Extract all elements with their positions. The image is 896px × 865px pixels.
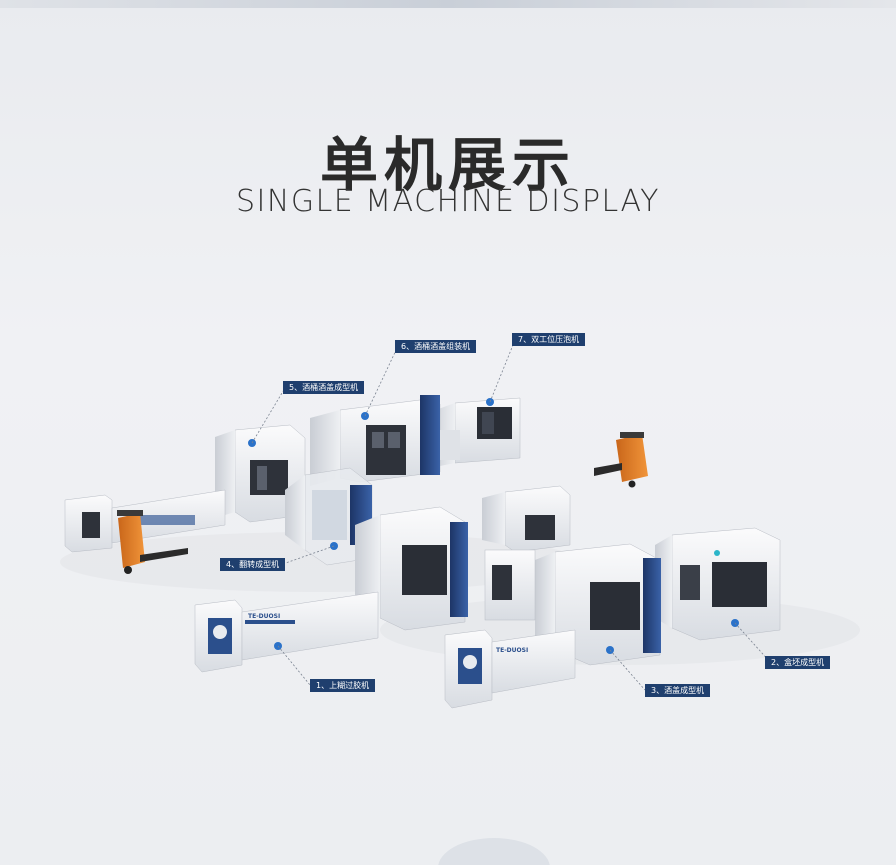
machine-1: TE-DUOSI [194, 591, 379, 673]
machine-label-4: 4、翻转成型机 [220, 558, 286, 571]
front-right-line: TE-DUOSI [444, 629, 576, 709]
machine-illustration: TE-DUOSI TE-DUOSI [60, 339, 860, 709]
machine-scene: TE-DUOSI TE-DUOSI 5、酒桶酒盖成型机 6、酒桶酒盖组装机 7、… [0, 300, 896, 760]
bottom-glow [438, 838, 550, 865]
page-title-en: SINGLE MACHINE DISPLAY [236, 184, 660, 219]
page-title-cn: 单机展示 [319, 131, 576, 199]
machine-label-2: 2、盒坯成型机 [765, 656, 831, 669]
machine-back-right [482, 485, 571, 553]
leader-lines [251, 339, 771, 691]
machine-label-1: 1、上糊过胶机 [310, 679, 376, 692]
machine-3-brand: TE-DUOSI [496, 647, 528, 654]
machine-label-3: 3、酒盖成型机 [645, 684, 711, 697]
top-strip [0, 0, 896, 8]
machine-3 [484, 543, 661, 666]
machine-label-5: 5、酒桶酒盖成型机 [283, 381, 365, 394]
machine-label-7: 7、双工位压泡机 [512, 333, 586, 346]
machine-label-6: 6、酒桶酒盖组装机 [395, 340, 477, 353]
machine-center [355, 506, 468, 631]
forklift-right [594, 432, 648, 488]
machine-6 [310, 395, 460, 486]
machine-1-brand: TE-DUOSI [248, 613, 280, 620]
forklift-left [117, 510, 188, 574]
machine-2 [655, 527, 781, 641]
